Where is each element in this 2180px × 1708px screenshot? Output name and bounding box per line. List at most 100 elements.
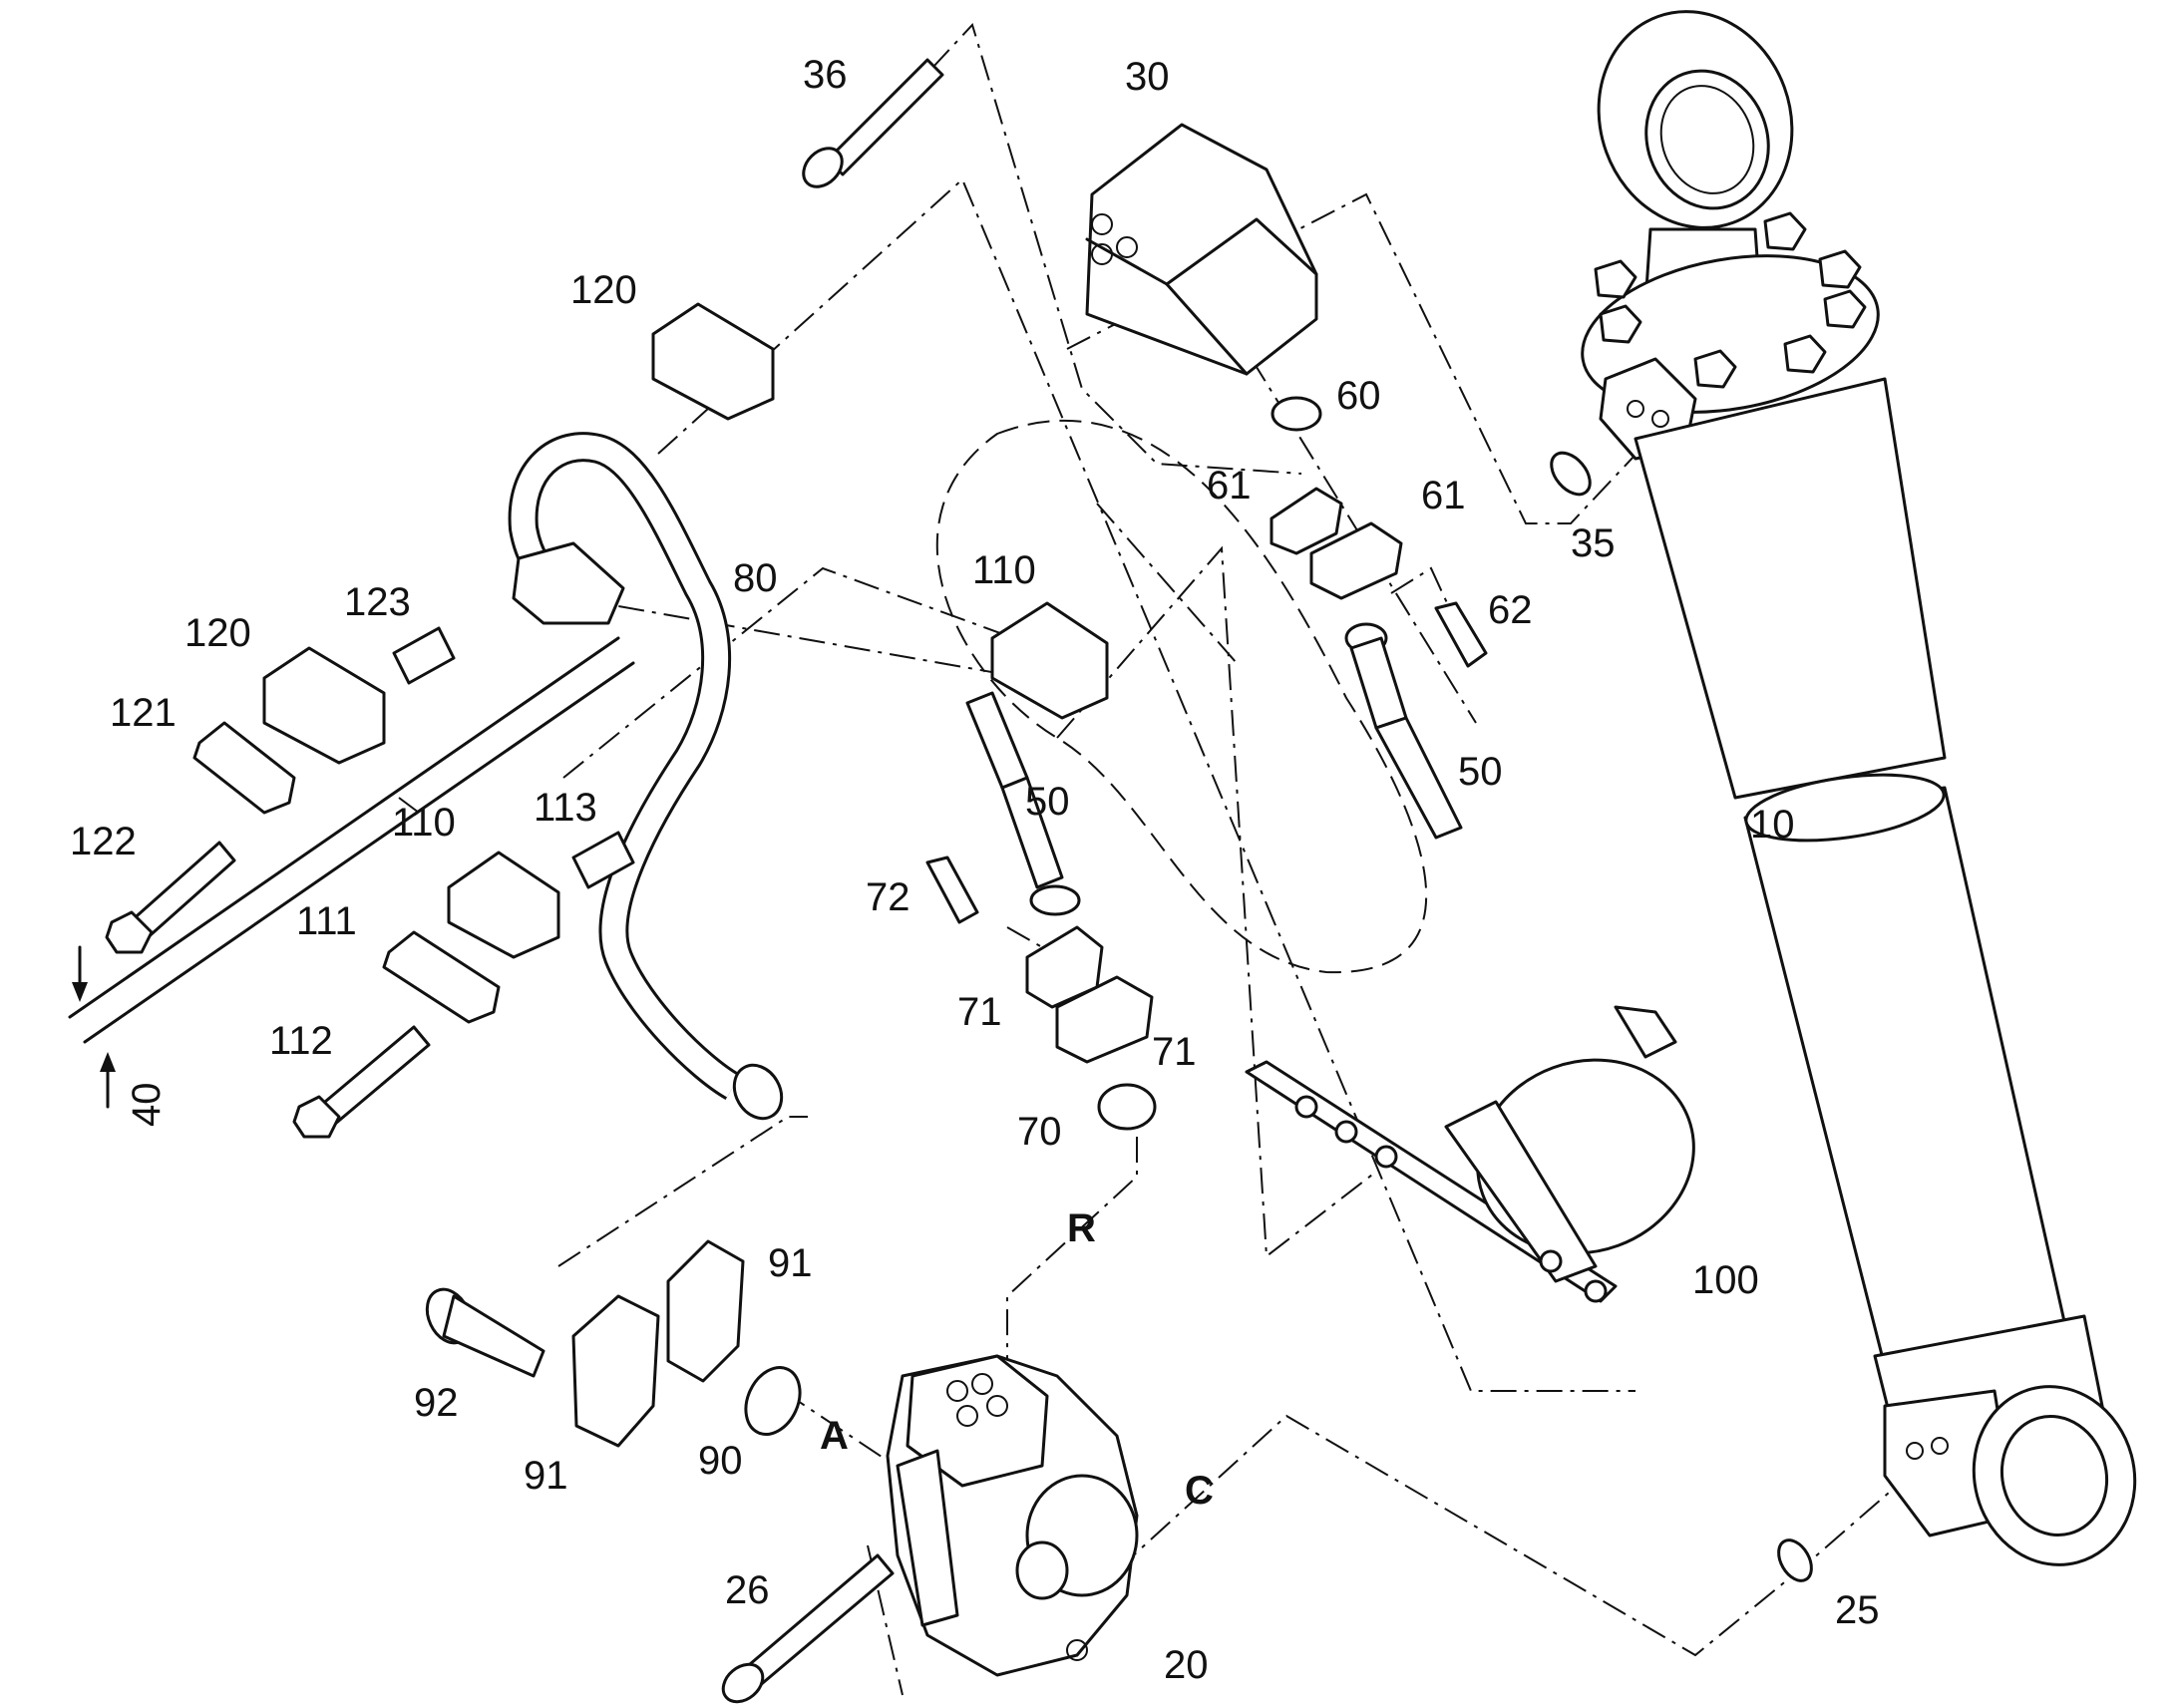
label-60: 60 [1336,374,1381,418]
hose-body [965,691,1029,790]
flange-half-61-right [1309,521,1403,600]
dimension-line-lower [83,661,635,1044]
plate-121 [192,721,296,815]
tube-80-flange [512,541,625,625]
arrow-up-icon [100,1052,116,1072]
label-121: 121 [110,691,177,735]
label-111: 111 [296,899,357,943]
bolt-head-icon [1599,304,1642,344]
hose-grouping-outline [935,419,1427,974]
port-labels: R A C [820,1206,1214,1513]
clamp-block-110-upper [990,601,1109,720]
valve-plug [1015,1540,1069,1600]
bracket-bolt [1374,1145,1398,1169]
bolt-shank [317,1025,431,1127]
bracket-clamp-latch [1614,1005,1677,1059]
bolt-head-icon [1823,289,1867,329]
bolt-72 [925,855,979,924]
clamp-block-120-upper [651,302,775,421]
label-20: 20 [1164,1643,1209,1687]
assembly-line-122-short [398,797,420,814]
label-91-upper: 91 [768,1241,813,1285]
valve-port [986,1395,1008,1417]
label-110-lower: 110 [392,801,456,845]
label-36: 36 [803,53,848,97]
arrow-down-icon [72,982,88,1002]
bolt-92 [425,1287,545,1378]
bolt-head [292,1095,341,1139]
spacer-123 [392,626,456,685]
hose-body [1374,716,1463,840]
bracket-bolt [1539,1249,1563,1273]
bolt-head-icon [1818,249,1862,289]
cylinder-upper-barrel [1634,377,1947,800]
label-35: 35 [1571,521,1616,565]
tube-80-end-fitting [732,1063,784,1121]
bracket-100 [1245,1005,1695,1303]
label-113: 113 [534,786,597,830]
assembly-line-C-25 [1116,1414,1921,1657]
hose-ferrule [1349,636,1408,730]
assembly-line-110-61 [1096,503,1238,664]
bolt-112 [292,1025,431,1139]
label-25: 25 [1835,1588,1880,1632]
assembly-line-92-80 [557,1116,808,1267]
label-80: 80 [733,556,778,600]
assembly-line-70-R [1006,1137,1138,1376]
tube-80-fill [511,435,740,1098]
port-hole [1931,1437,1949,1455]
valve-drain-port [1066,1639,1088,1661]
bolt-head [802,147,844,188]
label-92: 92 [414,1381,459,1425]
label-61-right: 61 [1421,474,1466,517]
label-72: 72 [866,875,910,919]
clamp-block-30 [1085,123,1318,376]
label-40: 40 [125,1083,169,1128]
label-91-lower: 91 [524,1454,568,1498]
assembly-line-120-100 [657,177,1635,1392]
assembly-line-30-35 [1066,192,1651,524]
bracket-bolt [1294,1095,1318,1119]
label-10: 10 [1750,803,1795,847]
flange-half-61-left [1270,487,1343,555]
label-71-left: 71 [957,990,1002,1034]
label-71-right: 71 [1152,1030,1197,1074]
hose-ferrule [1000,776,1064,889]
valve-port [971,1373,993,1395]
seal-ring-60 [1271,396,1322,432]
label-122: 122 [70,820,137,863]
label-50-upper: 50 [1458,750,1503,794]
label-110-upper: 110 [972,548,1036,592]
bolt-head-icon [1594,259,1637,299]
seal-ring-90 [744,1366,802,1436]
block-body [1085,123,1318,376]
port-label-C: C [1185,1469,1214,1513]
label-61-left: 61 [1207,464,1252,508]
seal-ring-70 [1097,1083,1157,1131]
valve-side-spool [896,1449,959,1627]
bolt-head-icon [1783,334,1827,374]
bolt-head-icon [1693,349,1737,389]
bolt-122 [105,841,236,954]
valve-block-20 [886,1354,1139,1677]
label-112: 112 [269,1019,333,1063]
spacer-113 [571,831,635,889]
label-70: 70 [1017,1110,1062,1154]
hose-50-upper [1344,622,1463,840]
bolt-36 [802,58,944,188]
label-26: 26 [725,1568,770,1612]
block-hole [1091,213,1113,235]
port-hole [1651,410,1669,428]
port-hole [1627,400,1644,418]
cylinder-top-eye-bushing [1659,85,1755,194]
clamp-block-110-lower [447,851,560,959]
cylinder-lower-barrel [1743,786,2076,1408]
bracket-mount-plate [1444,1100,1598,1283]
dimension-40 [68,636,635,1109]
assembly-line-90-A [782,1390,889,1462]
bolt-26 [721,1553,895,1704]
cylinder-barrel-joint [1744,773,1946,843]
bolt-head-icon [1763,211,1807,251]
clamp-block-120-lower [262,646,386,765]
